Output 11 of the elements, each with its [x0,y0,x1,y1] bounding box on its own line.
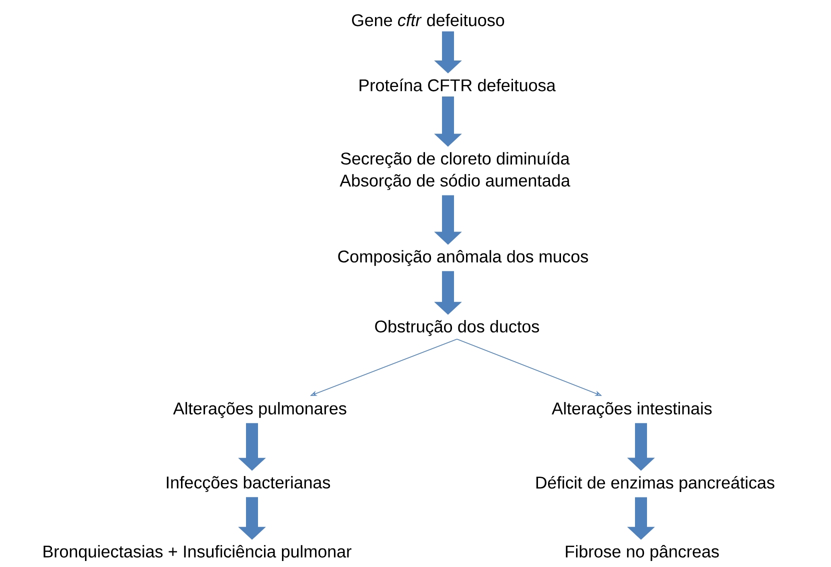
step-text: Déficit de enzimas pancreáticas [536,476,774,492]
step-text: Bronquiectasias + Insuficiência pulmonar [44,545,352,561]
step-text: Composição anômala dos mucos [338,250,588,266]
step-text: Fibrose no pâncreas [566,545,719,561]
step-text: Infecções bacterianas [166,476,330,492]
step-text: Obstrução dos ductos [375,320,540,336]
step-text: Alterações intestinais [552,402,712,418]
step-text: Gene cftr defeituoso [352,14,504,26]
step-text: Secreção de cloreto diminuída Absorção de sódio aumentada [340,152,570,190]
step-text: Proteína CFTR defeituosa [360,78,556,92]
step-text: Alterações pulmonares [173,402,346,418]
